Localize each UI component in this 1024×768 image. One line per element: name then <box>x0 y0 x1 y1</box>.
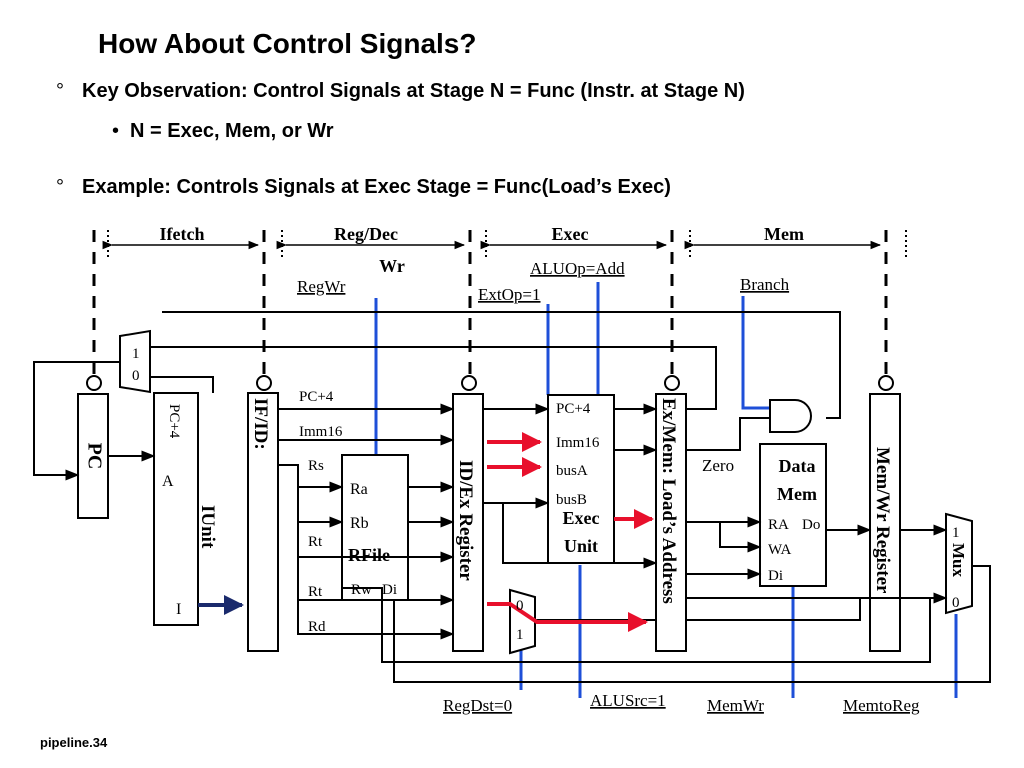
exec-busb-label: busB <box>556 492 587 508</box>
memwr-register-label: Mem/Wr Register <box>872 447 893 594</box>
iunit-label: IUnit <box>197 505 218 549</box>
idex-label: ID/Ex Register <box>455 460 476 581</box>
exec-unit-label-1: Exec <box>563 508 600 528</box>
bullet-glyph: ° <box>56 80 64 102</box>
zero-label: Zero <box>702 456 734 475</box>
ifid-register <box>247 392 279 652</box>
wire-imm16-label: Imm16 <box>299 424 343 440</box>
stage-label-regdec: Reg/Dec <box>334 224 398 244</box>
control-lines <box>374 282 958 698</box>
datapath-wires <box>33 311 991 683</box>
data-mem-label-1: Data <box>779 456 816 476</box>
regdst-mux-0-label: 0 <box>516 598 524 614</box>
bullet-text: N = Exec, Mem, or Wr <box>130 120 334 142</box>
stage-label-ifetch: Ifetch <box>160 224 205 244</box>
iunit-block <box>153 392 199 626</box>
ifid-label: IF/ID: <box>250 398 271 450</box>
regdst-mux <box>509 588 536 655</box>
iunit-pc4-label: PC+4 <box>166 404 182 439</box>
wire-rt-label-1: Rt <box>308 534 323 550</box>
wire-rd-label: Rd <box>308 619 326 635</box>
clock-circles <box>86 375 894 391</box>
pc-source-mux <box>119 329 151 394</box>
dm-wa-label: WA <box>768 542 791 558</box>
signal-extop: ExtOp=1 <box>478 285 540 304</box>
bullet-glyph: ° <box>56 176 64 198</box>
stage-boundaries <box>92 230 888 378</box>
rfile-di-label: Di <box>382 582 397 598</box>
wire-rs-label: Rs <box>308 458 324 474</box>
rfile-label: RFile <box>348 545 390 565</box>
rfile-ra-label: Ra <box>350 481 368 498</box>
branch-and-gate <box>769 399 812 433</box>
active-load-path <box>487 432 654 632</box>
signal-regwr: RegWr <box>297 277 346 296</box>
rfile-rw-label: Rw <box>351 582 372 598</box>
stage-label-mem: Mem <box>764 224 804 244</box>
signal-memtoreg: MemtoReg <box>843 696 920 715</box>
signal-regdst: RegDst=0 <box>443 696 512 715</box>
exec-unit-block <box>547 394 615 564</box>
pc-register <box>77 393 109 519</box>
dm-di-label: Di <box>768 568 783 584</box>
memwr-register <box>869 393 901 652</box>
wb-mux-0-label: 0 <box>952 595 960 611</box>
iunit-i-label: I <box>176 601 181 618</box>
signal-branch: Branch <box>740 275 790 294</box>
exec-imm16-label: Imm16 <box>556 435 600 451</box>
mux-top-1-label: 1 <box>132 346 140 362</box>
sub-bullet-n: • N = Exec, Mem, or Wr <box>112 120 334 143</box>
slide-title: How About Control Signals? <box>98 28 477 59</box>
bullet-text: Key Observation: Control Signals at Stag… <box>82 80 745 102</box>
stage-label-exec: Exec <box>552 224 589 244</box>
exec-pc4-label: PC+4 <box>556 401 591 417</box>
bullet-glyph: • <box>112 120 120 142</box>
writeback-mux <box>945 512 973 615</box>
signal-alusrc: ALUSrc=1 <box>590 691 666 710</box>
regdst-mux-1-label: 1 <box>516 627 524 643</box>
exec-busa-label: busA <box>556 463 588 479</box>
bullet-example: ° Example: Controls Signals at Exec Stage… <box>56 176 671 199</box>
stage-label-wr: Wr <box>379 256 405 276</box>
wb-mux-1-label: 1 <box>952 525 960 541</box>
data-memory-block <box>759 443 827 587</box>
exmem-label: Ex/Mem: Load’s Address <box>658 398 679 604</box>
slide-footer: pipeline.34 <box>40 735 108 750</box>
iunit-a-label: A <box>162 473 174 490</box>
dm-ra-label: RA <box>768 517 789 533</box>
wire-pc4-label: PC+4 <box>299 389 334 405</box>
rfile-rb-label: Rb <box>350 515 369 532</box>
mux-top-0-label: 0 <box>132 368 140 384</box>
signal-memwr: MemWr <box>707 696 764 715</box>
wire-rt-label-2: Rt <box>308 584 323 600</box>
rfile-block <box>341 454 409 601</box>
exmem-register <box>655 393 687 652</box>
dm-do-label: Do <box>802 517 820 533</box>
bullet-key-observation: ° Key Observation: Control Signals at Sta… <box>56 80 745 103</box>
pc-label: PC <box>83 443 105 470</box>
exec-unit-label-2: Unit <box>564 536 598 556</box>
data-mem-label-2: Mem <box>777 484 817 504</box>
signal-aluop: ALUOp=Add <box>530 259 625 278</box>
bullet-text: Example: Controls Signals at Exec Stage … <box>82 176 671 198</box>
mux-label: Mux <box>949 543 968 578</box>
